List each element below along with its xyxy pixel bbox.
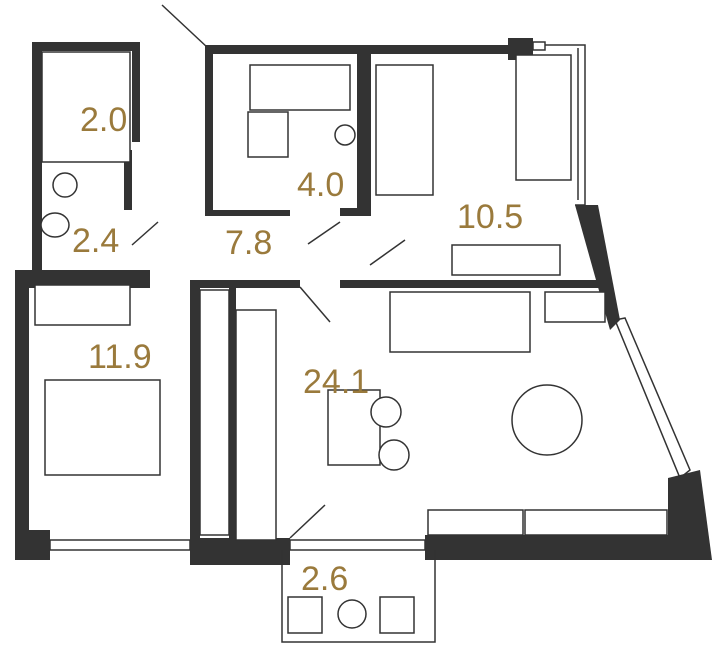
walls [15,38,712,565]
area-label-bathroom: 4.0 [297,166,344,204]
doors [131,4,406,539]
area-label-balcony: 2.6 [301,560,348,598]
balcony-outline [281,550,436,643]
windows [49,41,691,551]
area-label-living-kitchen: 24.1 [303,363,369,401]
furniture [34,51,668,541]
area-label-bedroom-left: 11.9 [88,338,152,376]
area-labels: 2.0 2.4 7.8 4.0 10.5 11.9 24.1 2.6 [72,101,523,598]
area-label-wardrobe: 2.0 [80,101,127,139]
area-label-bedroom-right: 10.5 [457,198,523,236]
area-label-hallway: 7.8 [225,224,272,262]
area-label-bathroom-small: 2.4 [72,222,119,260]
